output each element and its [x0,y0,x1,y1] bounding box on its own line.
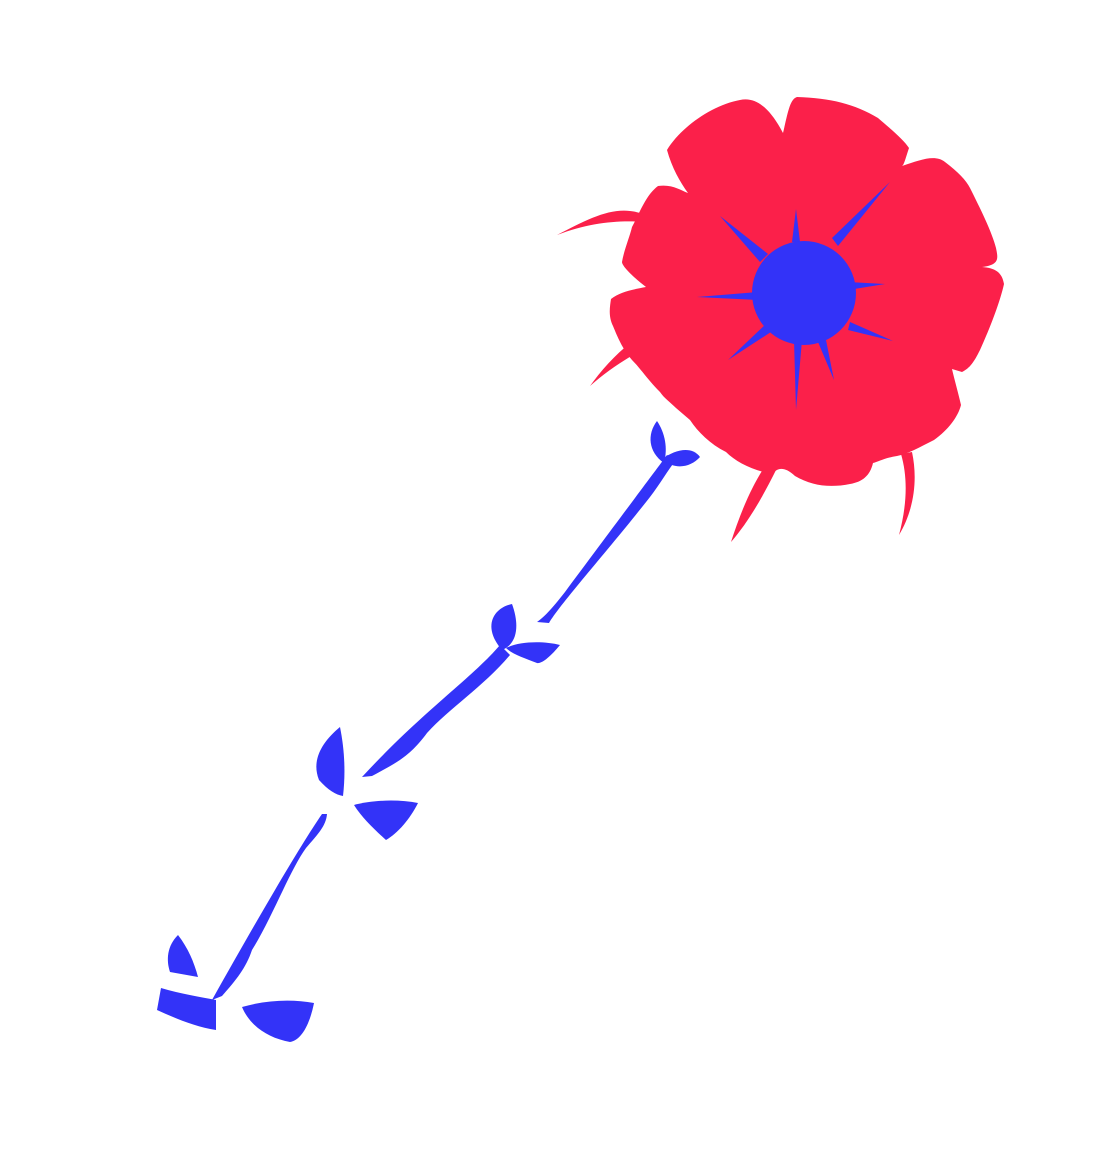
sepal [731,462,776,542]
sepal [557,210,646,235]
sepal [899,452,915,535]
flower-center-group [697,182,893,410]
leaf [316,727,345,796]
flower-center [752,241,856,345]
leaf [354,800,418,840]
leaf [491,604,517,650]
stem [157,421,700,1042]
leaf [662,450,700,467]
stem-segment-lower [212,814,327,1000]
stem-segment-middle [362,645,510,777]
stamens [697,182,893,410]
leaf [167,935,198,977]
leaf [506,642,560,664]
leaf [242,1000,314,1042]
leaf [157,988,216,1030]
leaf [650,421,666,463]
stem-segment-upper [537,455,676,623]
sepals [557,210,915,542]
